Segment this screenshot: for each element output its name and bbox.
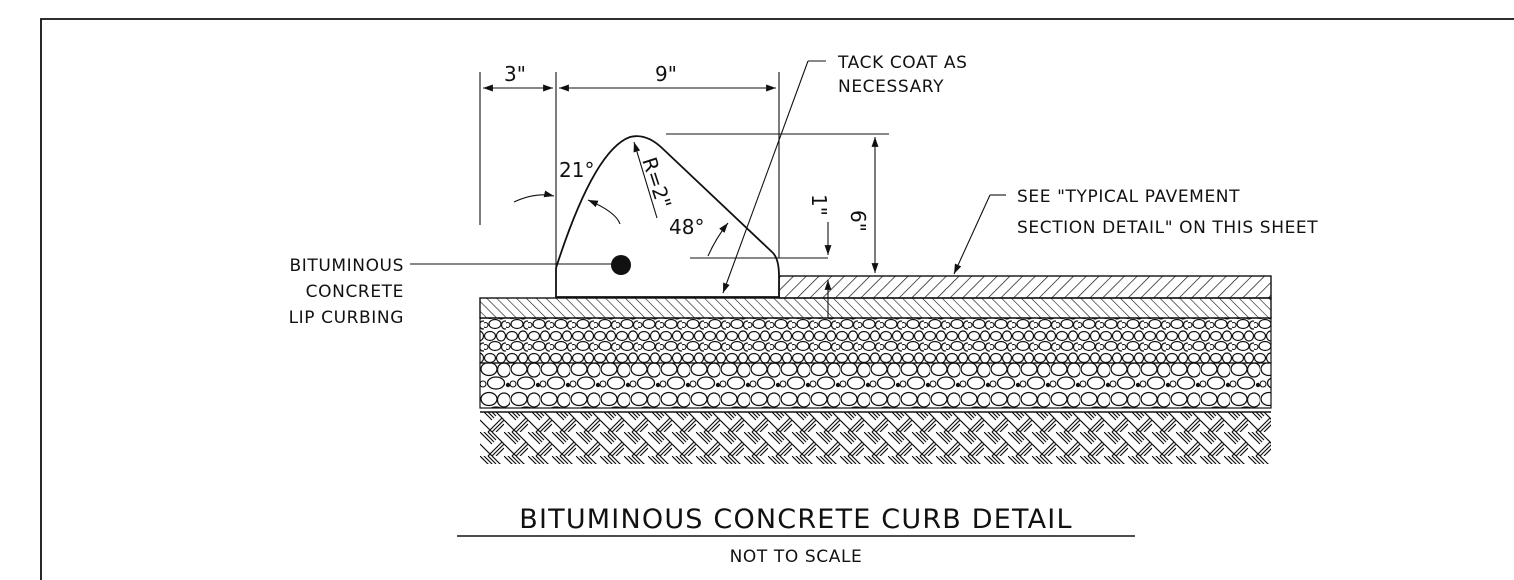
sheet-border xyxy=(40,18,1514,580)
aggregate-layer-fine xyxy=(479,317,1272,364)
dim-base-width-label: 9" xyxy=(655,62,677,86)
pavement-ref-label-line2: SECTION DETAIL" ON THIS SHEET xyxy=(1017,218,1318,238)
binder-course-hatch xyxy=(479,297,1272,319)
curb-profile xyxy=(555,135,780,298)
face-angle-marks xyxy=(513,190,621,225)
tack-coat-leader xyxy=(722,60,826,294)
dim-height-label: 6" xyxy=(846,210,870,232)
pavement-section xyxy=(479,275,1272,464)
curbing-label-line2: CONCRETE xyxy=(306,282,404,302)
curbing-label-line1: BITUMINOUS xyxy=(289,256,404,276)
dim-setback-label: 3" xyxy=(504,62,526,86)
height-dimension xyxy=(666,133,889,273)
curbing-label-line3: LIP CURBING xyxy=(289,308,404,328)
face-angle-label: 21° xyxy=(559,158,594,182)
pavement-ref-leader xyxy=(953,194,1006,275)
surface-course-hatch xyxy=(778,275,1272,299)
tack-coat-label-line2: NECESSARY xyxy=(838,77,944,97)
back-angle-label: 48° xyxy=(669,215,704,239)
dim-lip-label: 1" xyxy=(807,194,831,216)
detail-title: BITUMINOUS CONCRETE CURB DETAIL xyxy=(519,504,1072,535)
radius-leader xyxy=(633,141,658,219)
subgrade-pattern xyxy=(480,412,1271,464)
pavement-ref-label-line1: SEE "TYPICAL PAVEMENT xyxy=(1017,187,1240,207)
tack-coat-label-line1: TACK COAT AS xyxy=(837,53,968,73)
top-dimensions xyxy=(479,72,780,268)
aggregate-layer-coarse xyxy=(479,362,1272,409)
detail-subtitle: NOT TO SCALE xyxy=(730,547,863,567)
curb-dot-icon xyxy=(611,255,631,275)
back-angle-marks xyxy=(690,222,828,259)
